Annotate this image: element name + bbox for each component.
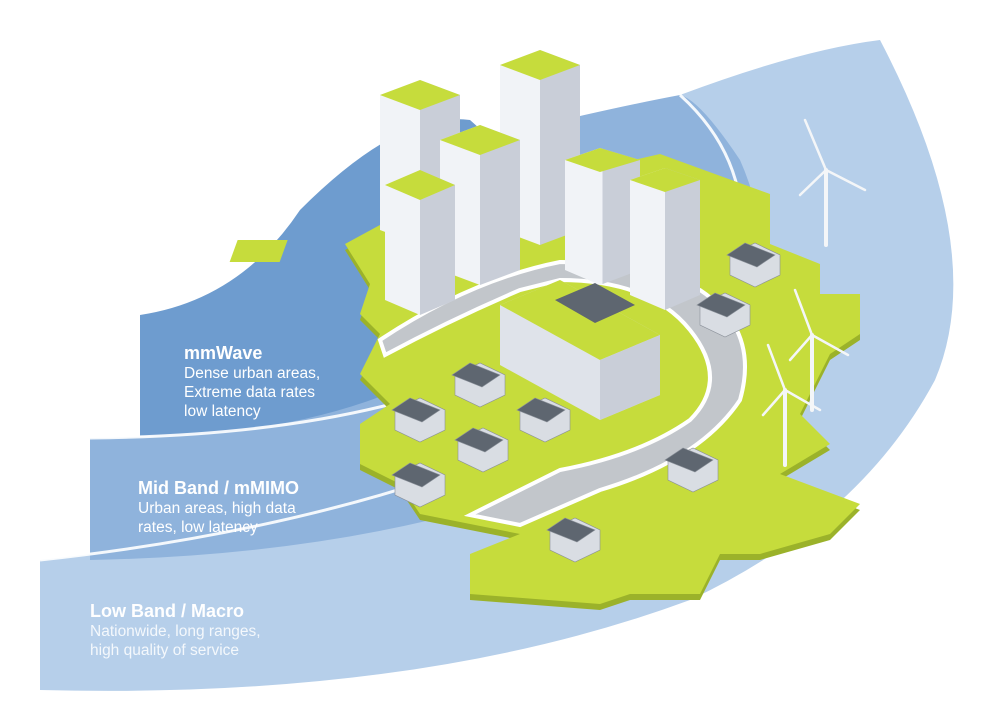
mmwave-desc-line-1: Dense urban areas, [184, 365, 321, 382]
mid-band-title: Mid Band / mMIMO [138, 478, 299, 498]
tower-6 [630, 168, 700, 310]
tower-3 [440, 125, 520, 285]
mid-band-desc-line-1: Urban areas, high data [138, 500, 296, 517]
low-band-desc-line-1: Nationwide, long ranges, [90, 623, 261, 640]
wind-turbines [761, 118, 867, 467]
house [726, 242, 781, 288]
low-band-label: Low Band / Macro Nationwide, long ranges… [90, 600, 261, 660]
wind-turbine [788, 288, 850, 412]
house [516, 397, 571, 443]
low-band-title: Low Band / Macro [90, 601, 245, 621]
house [451, 362, 506, 408]
low-band-desc-line-2: high quality of service [90, 642, 240, 659]
wind-turbine [798, 118, 867, 247]
house [391, 462, 446, 508]
mid-band-desc-line-2: rates, low latency [138, 519, 258, 536]
mid-band-label: Mid Band / mMIMO Urban areas, high data … [138, 477, 299, 537]
house [454, 427, 509, 473]
house [546, 517, 601, 563]
mmwave-title: mmWave [184, 343, 263, 363]
mmwave-label: mmWave Dense urban areas, Extreme data r… [184, 342, 320, 421]
tower-5 [565, 148, 640, 285]
house [664, 447, 719, 493]
apartment-block [500, 280, 660, 420]
house [391, 397, 446, 443]
tower-4 [385, 170, 455, 315]
house [696, 292, 751, 338]
mmwave-desc-line-2: Extreme data rates [184, 384, 315, 401]
mmwave-desc-line-3: low latency [184, 403, 261, 420]
wind-turbine [761, 343, 822, 467]
